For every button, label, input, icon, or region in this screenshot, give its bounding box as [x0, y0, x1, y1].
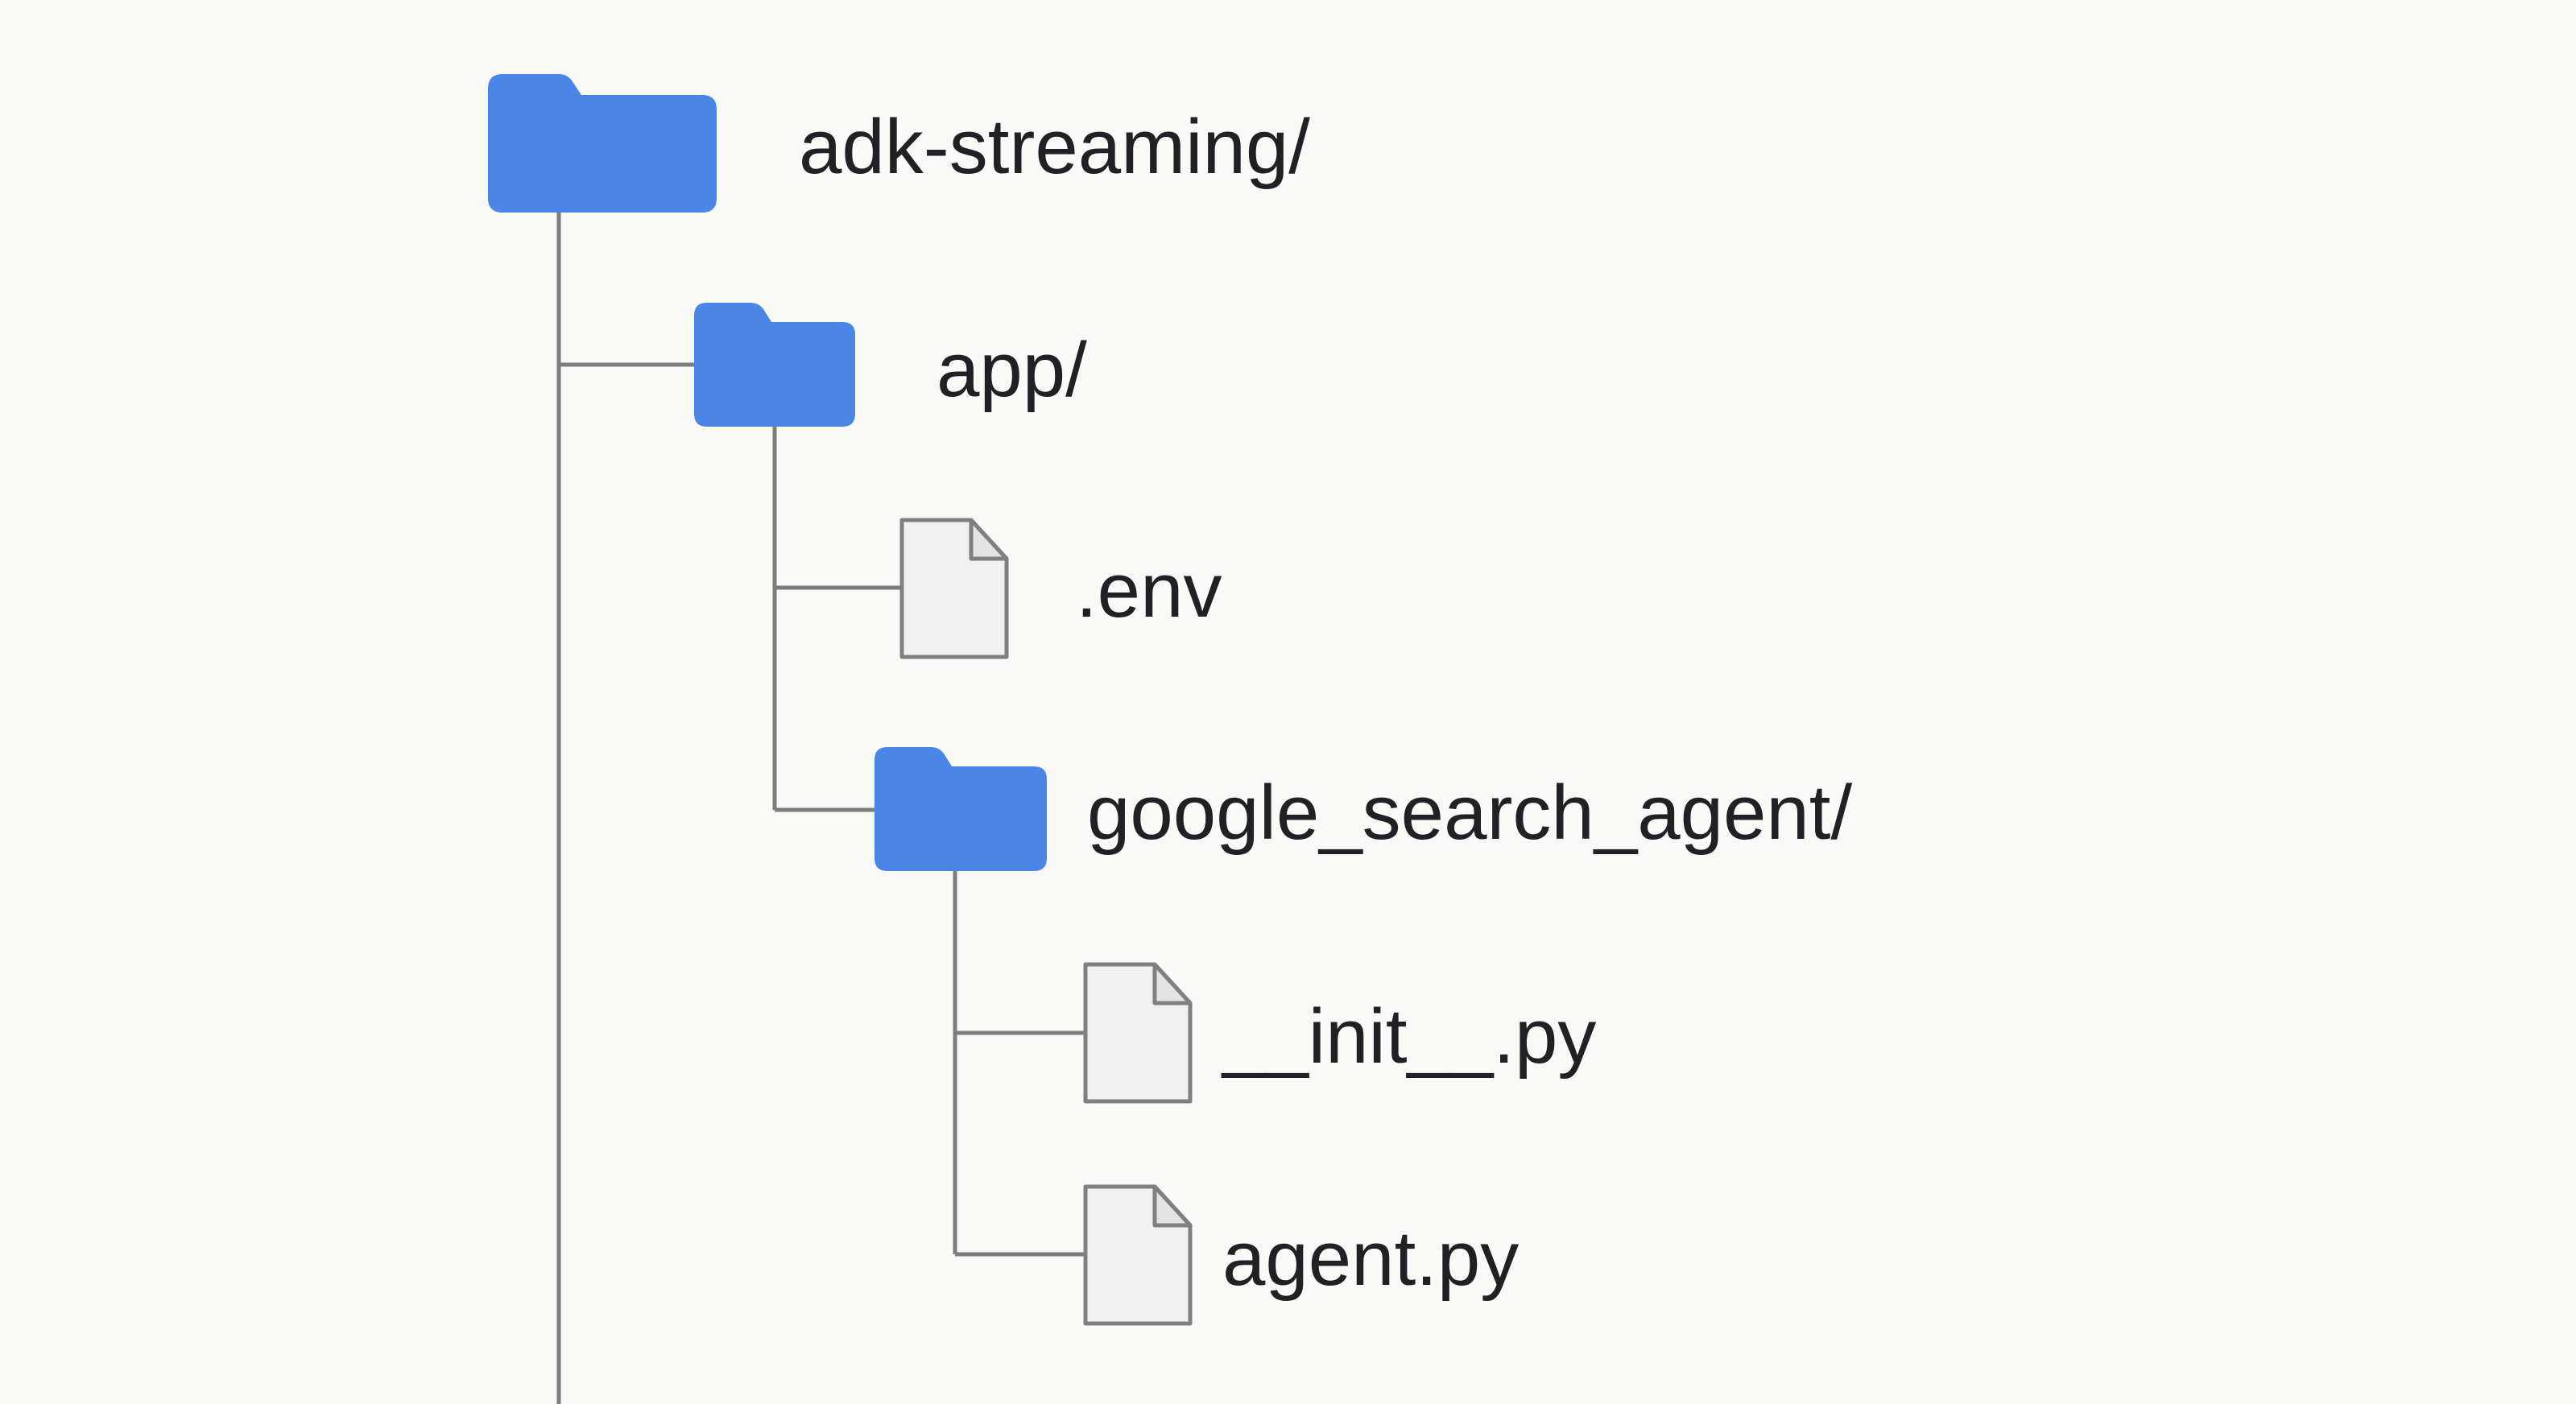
tree-node-init-py[interactable]: __init__.py: [1083, 962, 1596, 1104]
tree-node-env[interactable]: .env: [899, 518, 1222, 659]
folder-icon: [875, 747, 1047, 871]
tree-node-google-search-agent[interactable]: google_search_agent/: [875, 747, 1852, 871]
node-label-adk-streaming: adk-streaming/: [799, 104, 1310, 190]
tree-node-agent-py[interactable]: agent.py: [1083, 1184, 1519, 1326]
node-label-env: .env: [1076, 547, 1222, 634]
tree-connectors: [556, 211, 1085, 1404]
node-label-init-py: __init__.py: [1221, 993, 1596, 1080]
file-icon: [899, 518, 1009, 659]
file-icon: [1083, 962, 1193, 1104]
node-label-app: app/: [937, 327, 1087, 413]
node-label-agent-py: agent.py: [1222, 1216, 1519, 1302]
folder-icon: [488, 74, 717, 213]
file-icon: [1083, 1184, 1193, 1326]
folder-icon: [694, 303, 855, 427]
node-label-google-search-agent: google_search_agent/: [1087, 770, 1852, 856]
tree-node-app[interactable]: app/: [694, 303, 1087, 427]
tree-node-adk-streaming[interactable]: adk-streaming/: [488, 74, 1310, 213]
